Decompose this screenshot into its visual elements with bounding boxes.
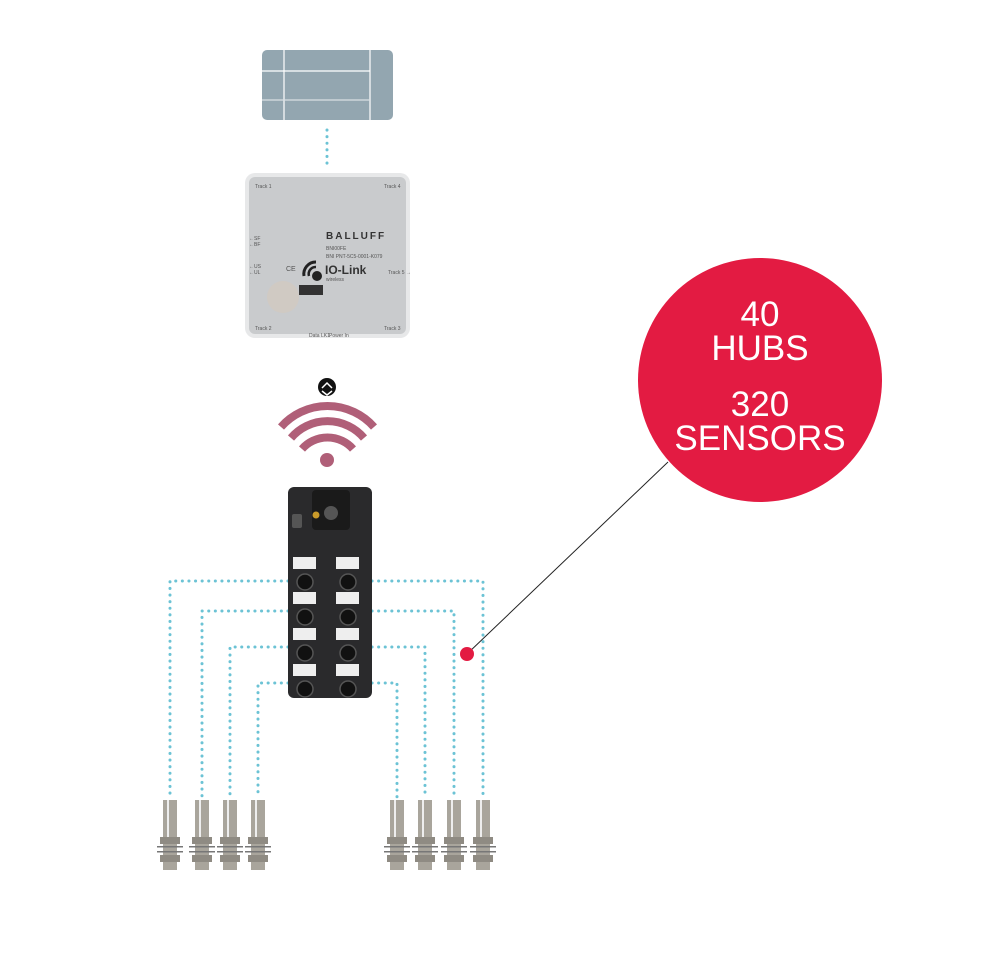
proximity-sensor xyxy=(384,800,410,870)
iolink-label: IO-Link xyxy=(325,263,367,277)
plc-controller xyxy=(262,50,393,120)
proximity-sensor xyxy=(441,800,467,870)
iolink-logo-icon xyxy=(302,260,322,281)
track-1-label: Track 1 xyxy=(255,184,272,190)
model-label: BNI00FE xyxy=(326,246,347,252)
hubs-label: HUBS xyxy=(711,329,809,368)
led-ul-label: ←UL xyxy=(249,270,261,276)
io-link-hub xyxy=(288,487,372,698)
brand-label: BALLUFF xyxy=(326,231,387,242)
led-bf-label: ←BF xyxy=(249,242,261,248)
track-3-label: Track 3 xyxy=(384,326,401,332)
sensors-count: 320 xyxy=(730,385,790,424)
callout-line xyxy=(466,461,669,655)
track-2-label: Track 2 xyxy=(255,326,272,332)
wireless-label: wireless xyxy=(326,277,345,283)
sensor-connections xyxy=(168,579,485,800)
led-us-label: ←US xyxy=(249,264,261,270)
track-5-label: Track 5 → xyxy=(388,270,411,276)
part-number-label: BNI PNT-5C5-0001-K079 xyxy=(326,254,383,260)
sync-icon xyxy=(318,378,336,396)
wireless-master-gateway xyxy=(245,173,410,338)
wireless-signal-icon xyxy=(278,402,377,467)
callout-dot xyxy=(460,647,474,661)
power-label: Power In xyxy=(329,333,349,339)
hubs-count: 40 xyxy=(740,295,780,334)
proximity-sensor xyxy=(189,800,215,870)
proximity-sensor xyxy=(245,800,271,870)
sensors xyxy=(157,800,496,870)
proximity-sensor xyxy=(217,800,243,870)
led-sf-label: ←SF xyxy=(249,236,261,242)
proximity-sensor xyxy=(157,800,183,870)
proximity-sensor xyxy=(412,800,438,870)
sensors-label: SENSORS xyxy=(674,419,846,458)
proximity-sensor xyxy=(470,800,496,870)
ce-mark: CE xyxy=(286,266,296,273)
data-label: Data LK1 xyxy=(309,333,330,339)
track-4-label: Track 4 xyxy=(384,184,401,190)
